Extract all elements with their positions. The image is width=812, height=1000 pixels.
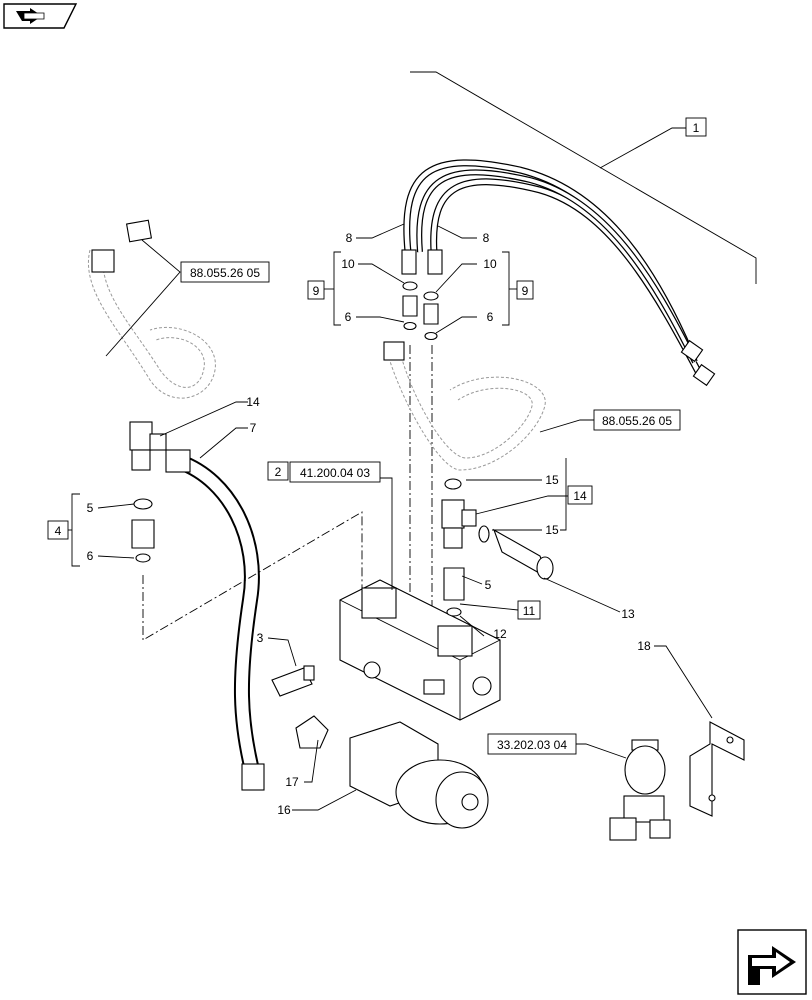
label-5-left: 5 xyxy=(87,501,94,515)
label-5-right: 5 xyxy=(485,578,492,592)
tee-fitting-right xyxy=(441,478,490,617)
label-8-left: 8 xyxy=(346,231,353,245)
guide-line xyxy=(410,71,757,284)
label-1: 1 xyxy=(693,121,700,135)
ghost-hose-right xyxy=(383,341,546,471)
label-14-left: 14 xyxy=(246,395,260,409)
fitting-stack-left xyxy=(402,281,418,331)
fitting-stack-right xyxy=(423,291,439,341)
label-6-left: 6 xyxy=(345,310,352,324)
control-valve-block xyxy=(339,579,501,721)
label-ref-33: 33.202.03 04 xyxy=(497,738,567,752)
leader-1 xyxy=(599,127,686,169)
tee-fitting-left xyxy=(129,421,167,471)
label-11: 11 xyxy=(523,604,536,618)
ghost-hose-left xyxy=(88,249,216,399)
label-8-right: 8 xyxy=(483,231,490,245)
pressure-sensor-3 xyxy=(271,665,315,697)
label-12: 12 xyxy=(493,627,507,641)
label-2: 2 xyxy=(275,465,282,479)
label-6-right: 6 xyxy=(487,310,494,324)
label-16: 16 xyxy=(277,803,291,817)
label-7: 7 xyxy=(250,421,257,435)
label-15-bottom: 15 xyxy=(545,523,559,537)
label-ref-41: 41.200.04 03 xyxy=(300,466,370,480)
accumulator xyxy=(609,739,671,841)
label-14-right: 14 xyxy=(573,489,587,503)
label-ref-88-right: 88.055.26 05 xyxy=(602,414,672,428)
label-18: 18 xyxy=(637,639,651,653)
label-3: 3 xyxy=(257,631,264,645)
label-17: 17 xyxy=(285,775,299,789)
bracket-18 xyxy=(689,721,745,817)
fitting-group-4 xyxy=(131,498,155,563)
pipe-sleeve-13 xyxy=(492,528,554,580)
label-6-bottom: 6 xyxy=(87,549,94,563)
label-10-right: 10 xyxy=(483,257,497,271)
return-arrow-icon[interactable] xyxy=(737,929,807,995)
label-ref-88-left: 88.055.26 05 xyxy=(190,266,260,280)
knob-17 xyxy=(295,715,329,749)
steering-unit-16 xyxy=(349,721,489,829)
pipe-fitting-88 xyxy=(91,219,153,273)
label-9-left: 9 xyxy=(313,284,320,298)
label-9-right: 9 xyxy=(522,284,529,298)
hose-assembly-1 xyxy=(401,159,716,387)
hose-7 xyxy=(165,449,265,791)
label-15-top: 15 xyxy=(545,473,559,487)
label-4: 4 xyxy=(55,524,62,538)
label-13: 13 xyxy=(621,607,635,621)
next-page-arrow-icon[interactable] xyxy=(3,3,78,29)
label-10-left: 10 xyxy=(341,257,355,271)
